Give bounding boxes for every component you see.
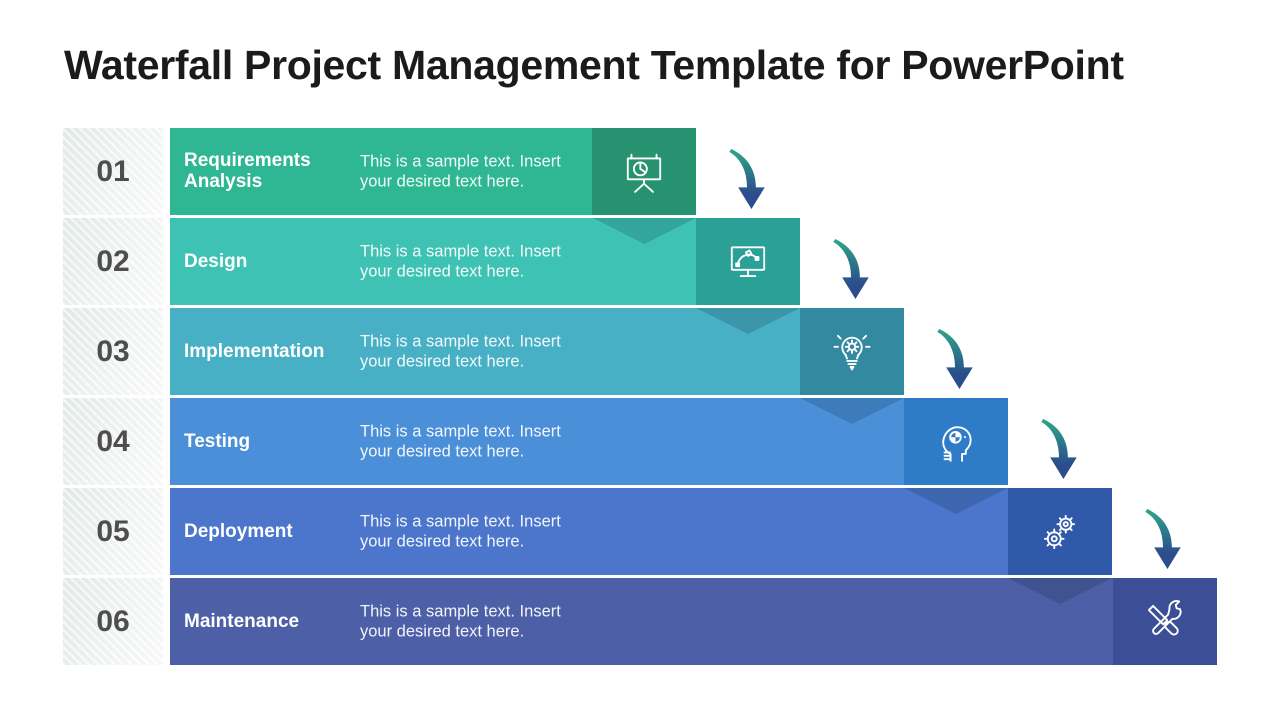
step-description: This is a sample text. Insert your desir… xyxy=(360,332,561,371)
step-bar: Design This is a sample text. Insert you… xyxy=(170,218,800,305)
flow-chevron xyxy=(1008,578,1112,604)
step-label: Design xyxy=(184,250,248,272)
step-icon-box xyxy=(592,128,696,215)
step-label: Implementation xyxy=(184,340,325,362)
step-number: 02 xyxy=(63,218,163,305)
step-icon-box xyxy=(1113,578,1217,665)
step-row-maintenance: 06 Maintenance This is a sample text. In… xyxy=(63,578,1280,665)
flow-chevron xyxy=(904,488,1008,514)
step-label: Deployment xyxy=(184,520,293,542)
step-number: 01 xyxy=(63,128,163,215)
waterfall-diagram: 01 Requirements Analysis This is a sampl… xyxy=(63,128,1280,668)
step-row-design: 02 Design This is a sample text. Insert … xyxy=(63,218,1280,305)
presentation-chart-icon xyxy=(626,153,662,193)
step-label: Maintenance xyxy=(184,610,300,632)
flow-chevron xyxy=(696,308,800,334)
step-label: Requirements Analysis xyxy=(184,149,311,193)
gears-icon xyxy=(1043,514,1076,549)
step-icon-box xyxy=(904,398,1008,485)
step-icon-box xyxy=(800,308,904,395)
flow-arrow-icon xyxy=(833,238,869,300)
step-row-deployment: 05 Deployment This is a sample text. Ins… xyxy=(63,488,1280,575)
step-description: This is a sample text. Insert your desir… xyxy=(360,152,561,191)
head-gear-icon xyxy=(942,425,972,462)
step-description: This is a sample text. Insert your desir… xyxy=(360,602,561,641)
step-description: This is a sample text. Insert your desir… xyxy=(360,422,561,461)
page-title: Waterfall Project Management Template fo… xyxy=(64,42,1124,88)
step-icon-box xyxy=(1008,488,1112,575)
step-icon-box xyxy=(696,218,800,305)
flow-arrow-icon xyxy=(937,328,973,390)
flow-arrow-icon xyxy=(729,148,765,210)
step-description: This is a sample text. Insert your desir… xyxy=(360,512,561,551)
design-monitor-icon xyxy=(730,245,766,277)
flow-chevron xyxy=(593,218,696,244)
tools-icon xyxy=(1147,599,1182,635)
flow-chevron xyxy=(800,398,904,424)
step-description: This is a sample text. Insert your desir… xyxy=(360,242,561,281)
step-row-implementation: 03 Implementation This is a sample text.… xyxy=(63,308,1280,395)
step-bar: Testing This is a sample text. Insert yo… xyxy=(170,398,1008,485)
step-number: 04 xyxy=(63,398,163,485)
flow-arrow-icon xyxy=(1041,418,1077,480)
step-label: Testing xyxy=(184,430,251,452)
step-row-requirements-analysis: 01 Requirements Analysis This is a sampl… xyxy=(63,128,1280,215)
step-bar: Deployment This is a sample text. Insert… xyxy=(170,488,1112,575)
step-number: 05 xyxy=(63,488,163,575)
step-bar: Implementation This is a sample text. In… xyxy=(170,308,904,395)
step-number: 06 xyxy=(63,578,163,665)
step-number: 03 xyxy=(63,308,163,395)
step-bar: Maintenance This is a sample text. Inser… xyxy=(170,578,1217,665)
flow-arrow-icon xyxy=(1145,508,1181,570)
step-row-testing: 04 Testing This is a sample text. Insert… xyxy=(63,398,1280,485)
lightbulb-gear-icon xyxy=(833,334,871,370)
step-bar: Requirements Analysis This is a sample t… xyxy=(170,128,696,215)
